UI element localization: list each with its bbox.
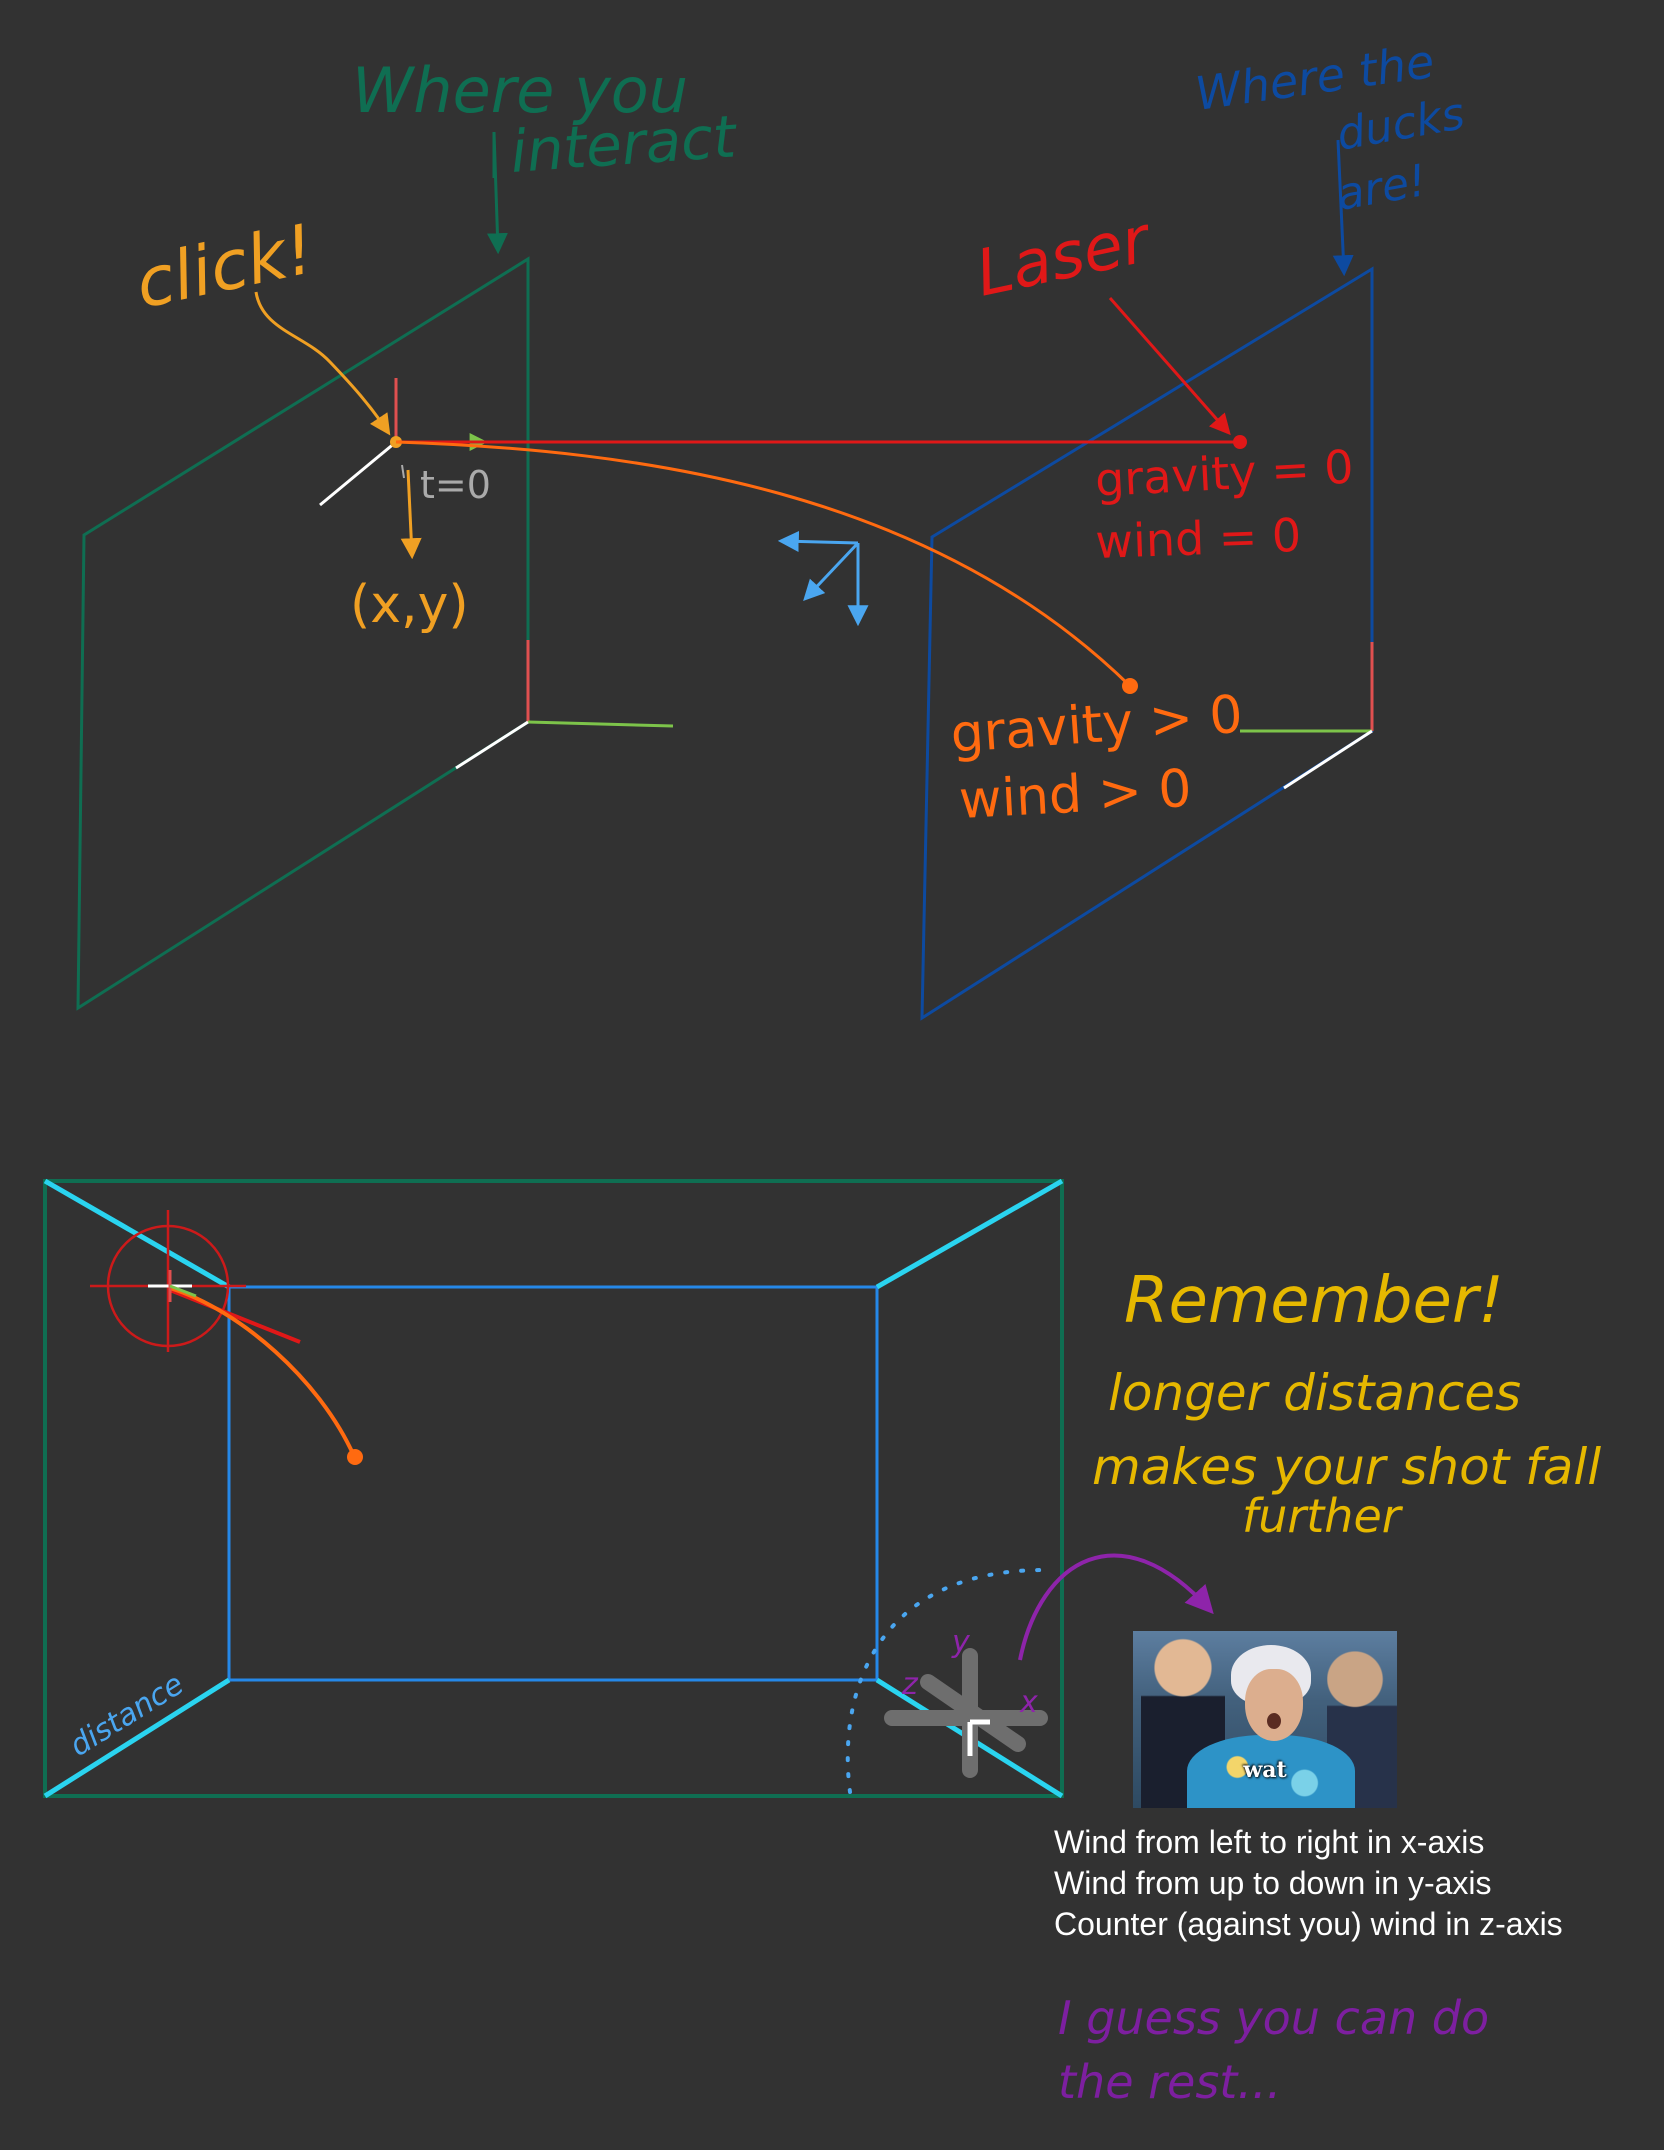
closing-line-1: I guess you can do	[1058, 1991, 1489, 2045]
wind-note-x: Wind from left to right in x-axis	[1054, 1824, 1485, 1860]
closing-line-2: the rest...	[1058, 2055, 1281, 2109]
click-arrow	[254, 291, 391, 436]
label-where-you: Where you	[352, 54, 688, 127]
label-interact: interact	[508, 102, 740, 186]
photo-lady-face	[1245, 1669, 1303, 1741]
laser-label-arrow	[1108, 297, 1231, 436]
label-axis-x: x	[1019, 1685, 1038, 1720]
laser-hit-dot	[1233, 435, 1247, 449]
wind-note-y: Wind from up to down in y-axis	[1054, 1865, 1492, 1901]
t0-tick	[401, 464, 405, 479]
label-wind-zero: wind = 0	[1094, 508, 1302, 569]
photo-lady-shirt	[1187, 1735, 1355, 1808]
front-trajectory-dot	[347, 1449, 363, 1465]
label-t0: t=0	[420, 463, 491, 507]
wind-axes-icon	[777, 530, 869, 627]
remember-line-1: longer distances	[1108, 1364, 1521, 1422]
photo-lady-mouth	[1267, 1713, 1281, 1729]
front-view-depth-edges	[43, 1178, 1064, 1799]
front-view-outer-frame	[43, 1179, 1064, 1798]
duck-plane-axes	[1240, 642, 1374, 790]
front-click-axes	[148, 1270, 197, 1302]
label-axis-y: y	[951, 1625, 971, 1660]
meme-arrow	[1018, 1553, 1214, 1661]
remember-line-3: further	[1242, 1489, 1404, 1543]
mouse-cursor-icon	[967, 1719, 990, 1756]
wind-note-z: Counter (against you) wind in z-axis	[1054, 1906, 1563, 1942]
front-laser-line	[169, 1288, 301, 1344]
label-are: are!	[1333, 155, 1430, 221]
label-xy: (x,y)	[350, 575, 469, 635]
wind-notes: Wind from left to right in x-axis Wind f…	[1054, 1822, 1563, 1945]
label-wind-pos: wind > 0	[958, 759, 1193, 831]
t0-arrow	[400, 469, 422, 560]
label-gravity-pos: gravity > 0	[949, 685, 1245, 765]
label-gravity-zero: gravity = 0	[1094, 440, 1355, 507]
interact-plane-axes	[455, 640, 674, 770]
meme-caption: wat	[1243, 1757, 1287, 1783]
remember-title: Remember!	[1124, 1264, 1504, 1338]
duck-plane	[920, 266, 1374, 1021]
label-click: click!	[129, 210, 321, 325]
trajectory-curve	[395, 440, 1132, 688]
label-axis-z: z	[901, 1667, 919, 1702]
front-trajectory	[169, 1286, 356, 1457]
label-laser: Laser	[970, 202, 1159, 311]
wat-meme-image: wat	[1133, 1631, 1397, 1808]
remember-line-2: makes your shot fall	[1092, 1438, 1601, 1496]
trajectory-hit-dot	[1122, 678, 1138, 694]
front-view-inner-frame	[227, 1285, 879, 1682]
ducks-label-arrow	[1332, 139, 1354, 277]
